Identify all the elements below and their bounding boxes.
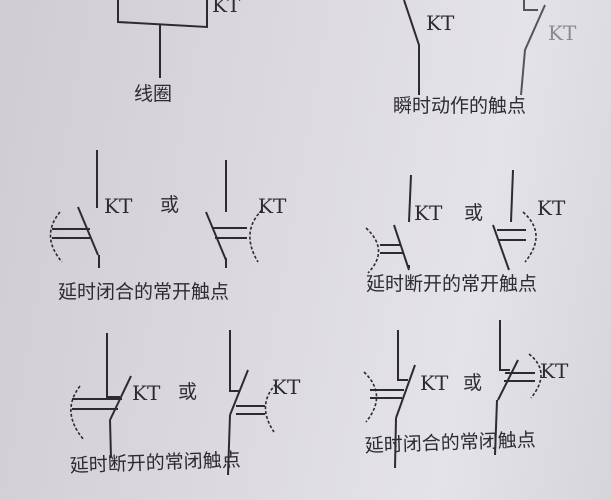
or-text: 或 bbox=[463, 372, 482, 394]
caption: 延时断开的常闭触点 bbox=[69, 449, 241, 477]
coil-tag: KT bbox=[212, 0, 241, 17]
delay-close-no-symbols: KT 或 KT 延时闭合的常开触点 bbox=[49, 150, 287, 303]
tag: KT bbox=[272, 375, 301, 399]
tag: KT bbox=[104, 194, 133, 218]
tag: KT bbox=[414, 201, 443, 225]
caption: 延时闭合的常开触点 bbox=[58, 281, 229, 303]
tag: KT bbox=[420, 371, 449, 395]
delay-open-nc-symbols: KT 或 KT 延时断开的常闭触点 bbox=[69, 330, 301, 477]
coil-caption: 线圈 bbox=[134, 83, 172, 105]
or-text: 或 bbox=[464, 202, 483, 224]
caption: 延时断开的常开触点 bbox=[366, 273, 537, 295]
instant-nc-tag: KT bbox=[548, 21, 577, 45]
or-text: 或 bbox=[160, 194, 179, 216]
instant-contacts: KT KT 瞬时动作的触点 bbox=[393, 0, 577, 117]
instant-caption: 瞬时动作的触点 bbox=[393, 95, 526, 117]
tag: KT bbox=[537, 196, 566, 220]
caption: 延时闭合的常闭触点 bbox=[364, 429, 536, 457]
tag: KT bbox=[258, 194, 287, 218]
coil-symbol: KT 线圈 bbox=[117, 0, 241, 105]
or-text: 或 bbox=[178, 381, 197, 403]
instant-no-tag: KT bbox=[426, 11, 455, 35]
tag: KT bbox=[540, 359, 569, 383]
delay-close-nc-symbols: KT 或 KT 延时闭合的常闭触点 bbox=[363, 320, 569, 469]
tag: KT bbox=[132, 381, 161, 405]
delay-open-no-symbols: KT 或 KT 延时断开的常开触点 bbox=[365, 169, 566, 295]
